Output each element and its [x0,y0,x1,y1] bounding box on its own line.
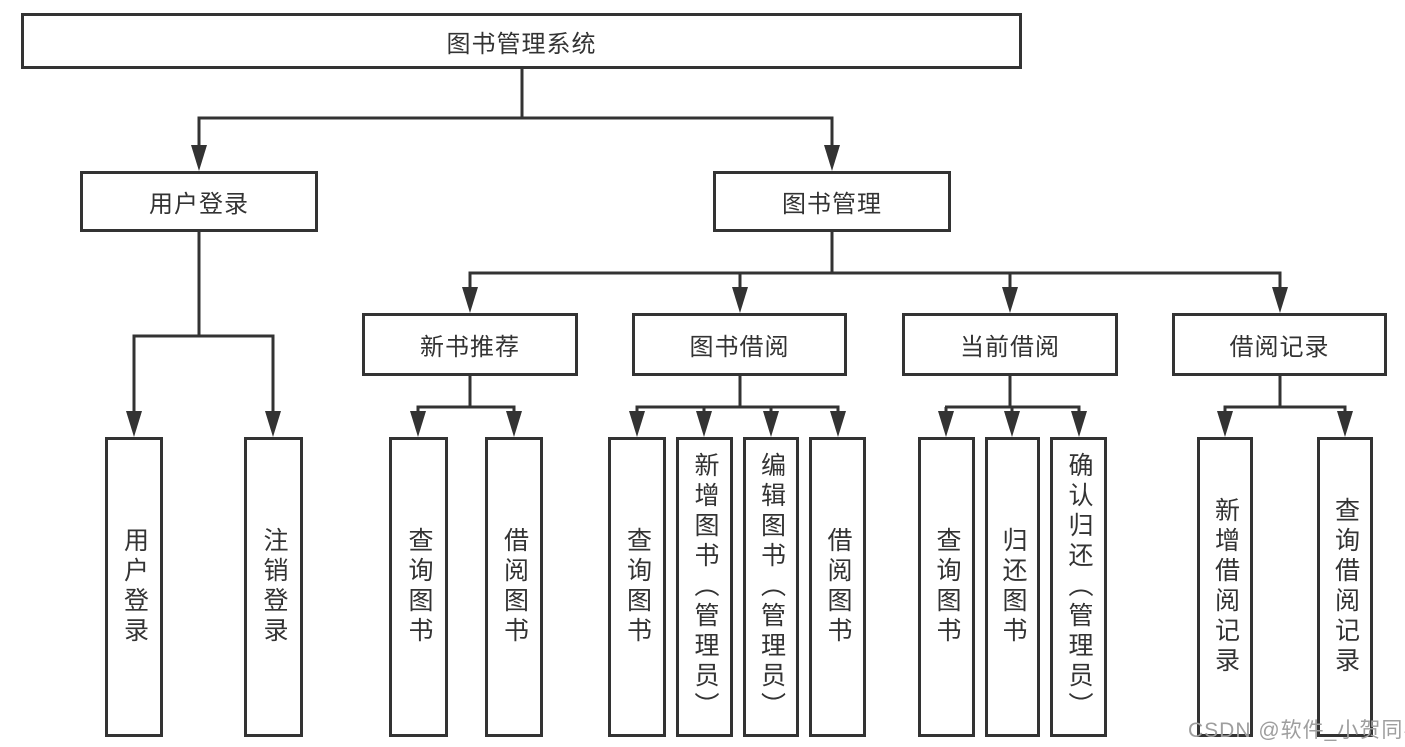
leaf-nbr-query-book-label: 查询图书 [405,527,433,647]
leaf-cb-query-book: 查询图书 [918,437,975,737]
leaf-nbr-query-book: 查询图书 [389,437,448,737]
leaf-logout-label: 注销登录 [260,527,288,647]
node-borrow-record: 借阅记录 [1172,313,1387,376]
node-root-label: 图书管理系统 [446,30,597,58]
node-current-borrow-label: 当前借阅 [960,334,1060,361]
node-new-book-rec-label: 新书推荐 [420,334,520,361]
leaf-user-login: 用户登录 [105,437,163,737]
leaf-nbr-borrow-book: 借阅图书 [485,437,543,737]
node-book-mgmt: 图书管理 [713,171,951,232]
leaf-cb-confirm-return: 确认归还（管理员） [1050,437,1107,737]
leaf-bb-borrow-book: 借阅图书 [809,437,866,737]
leaf-bb-query-book-label: 查询图书 [623,527,652,647]
leaf-br-query-record: 查询借阅记录 [1317,437,1373,737]
watermark: CSDN @软件_小贺同学 [1188,719,1405,742]
leaf-br-add-record: 新增借阅记录 [1197,437,1253,737]
leaf-bb-edit-book: 编辑图书（管理员） [743,437,799,737]
node-book-mgmt-label: 图书管理 [782,191,882,218]
leaf-bb-borrow-book-label: 借阅图书 [824,527,852,647]
node-book-borrow-label: 图书借阅 [689,334,790,361]
leaf-user-login-label: 用户登录 [120,527,149,647]
node-new-book-rec: 新书推荐 [362,313,578,376]
leaf-bb-add-book: 新增图书（管理员） [676,437,733,737]
leaf-br-add-record-label: 新增借阅记录 [1211,497,1240,677]
leaf-cb-confirm-return-label: 确认归还（管理员） [1065,452,1093,722]
node-user-login-label: 用户登录 [149,191,249,218]
leaf-bb-query-book: 查询图书 [608,437,666,737]
node-borrow-record-label: 借阅记录 [1229,334,1330,361]
leaf-cb-query-book-label: 查询图书 [933,527,961,647]
leaf-logout: 注销登录 [244,437,303,737]
leaf-bb-add-book-label: 新增图书（管理员） [691,452,719,722]
leaf-nbr-borrow-book-label: 借阅图书 [500,527,529,647]
node-book-borrow: 图书借阅 [632,313,847,376]
node-root: 图书管理系统 [21,13,1022,69]
arrowheads [126,145,1353,437]
node-current-borrow: 当前借阅 [902,313,1118,376]
leaf-cb-return-book-label: 归还图书 [999,527,1027,647]
leaf-cb-return-book: 归还图书 [985,437,1040,737]
node-user-login: 用户登录 [80,171,318,232]
leaf-br-query-record-label: 查询借阅记录 [1331,497,1360,677]
leaf-bb-edit-book-label: 编辑图书（管理员） [757,452,786,722]
